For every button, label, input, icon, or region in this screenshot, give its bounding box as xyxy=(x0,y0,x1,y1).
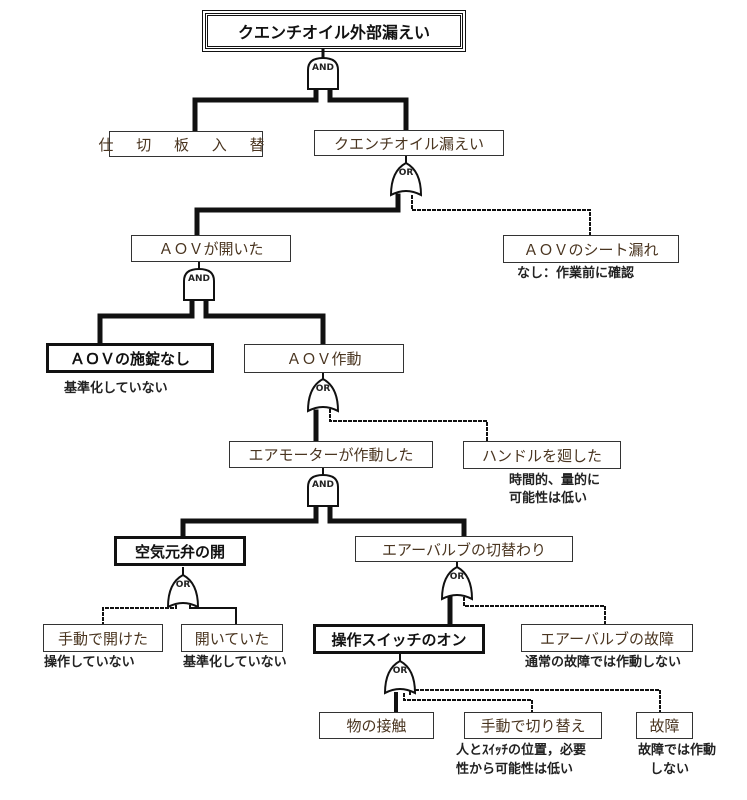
and-gate: AND xyxy=(182,267,216,301)
node-opened-manually: 手動で開けた xyxy=(43,624,163,652)
node-air-motor-actuated: エアモーターが作動した xyxy=(229,441,433,468)
node-air-valve-switch: エアーバルブの切替わり xyxy=(355,536,573,562)
gate-label: OR xyxy=(449,572,465,582)
note-manual-switch-1: 人とｽｲｯﾁの位置，必要 xyxy=(456,743,587,758)
gate-label: AND xyxy=(188,274,210,284)
gate-label: AND xyxy=(312,63,334,73)
node-contact-with-object: 物の接触 xyxy=(319,712,434,739)
note-manual-open: 操作していない xyxy=(44,655,135,670)
or-gate: OR xyxy=(306,377,340,413)
node-air-source-valve-open: 空気元弁の開 xyxy=(114,536,246,566)
gate-label: OR xyxy=(175,580,191,590)
node-air-valve-failure: エアーバルブの故障 xyxy=(521,624,693,652)
gate-label: OR xyxy=(398,168,414,178)
node-aov-no-lock: ＡＯＶの施錠なし xyxy=(46,343,214,373)
node-quench-oil-leak: クエンチオイル漏えい xyxy=(314,130,504,156)
node-manual-switching: 手動で切り替え xyxy=(464,712,602,739)
node-was-open: 開いていた xyxy=(181,624,283,652)
gate-label: OR xyxy=(315,384,331,394)
and-gate: AND xyxy=(306,473,340,507)
or-gate: OR xyxy=(440,565,474,601)
note-failure-2: しない xyxy=(650,762,690,777)
node-failure: 故障 xyxy=(636,712,693,739)
gate-label: AND xyxy=(312,480,334,490)
note-failure-1: 故障では作動 xyxy=(638,743,717,758)
node-switch-on: 操作スイッチのオン xyxy=(313,624,485,654)
node-handle-turned: ハンドルを廻した xyxy=(463,441,621,469)
or-gate: OR xyxy=(383,659,417,695)
and-gate: AND xyxy=(306,56,340,90)
node-aov-seat-leak: ＡＯＶのシート漏れ xyxy=(503,235,679,263)
note-manual-switch-2: 性から可能性は低い xyxy=(456,762,574,777)
note-handle-2: 可能性は低い xyxy=(509,491,588,506)
node-aov-actuated: ＡＯＶ作動 xyxy=(244,344,404,373)
top-event-box: クエンチオイル外部漏えい xyxy=(202,10,466,52)
note-handle-1: 時間的、量的に xyxy=(509,473,601,488)
node-partition-plate: 仕 切 板 入 替 xyxy=(98,131,265,157)
note-was-open: 基準化していない xyxy=(183,655,287,670)
note-seat-leak: なし：作業前に確認 xyxy=(517,266,635,281)
note-air-valve-failure: 通常の故障では作動しない xyxy=(525,655,682,670)
gate-label: OR xyxy=(392,666,408,676)
or-gate: OR xyxy=(166,573,200,609)
note-no-lock: 基準化していない xyxy=(64,381,168,396)
or-gate: OR xyxy=(389,161,423,197)
node-aov-opened: ＡＯＶが開いた xyxy=(131,235,291,262)
